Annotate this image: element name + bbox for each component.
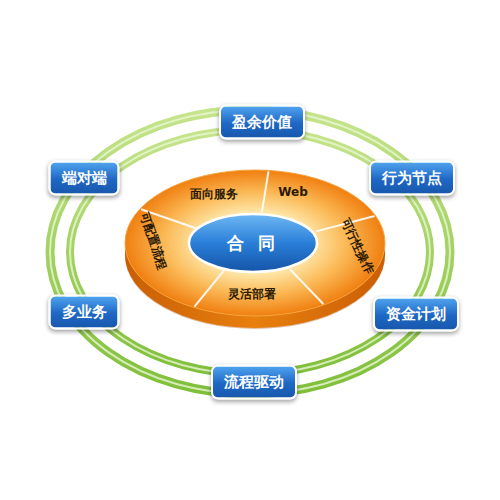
node-text: 流程驱动: [224, 373, 284, 391]
blue-box: 端对端: [49, 161, 120, 196]
blue-box: 盈余价值: [219, 105, 305, 140]
node-text: 多业务: [62, 303, 107, 321]
node-text: 端对端: [62, 169, 107, 187]
orange-disk: [125, 170, 385, 329]
sector-label: 灵活部署: [228, 286, 276, 303]
blue-box: 资金计划: [373, 297, 459, 332]
node-text: 行为节点: [382, 169, 442, 187]
node-text: 盈余价值: [232, 113, 292, 131]
sector-divider: [262, 171, 269, 212]
node-text: 资金计划: [386, 305, 446, 323]
node-text: 合 同: [227, 232, 279, 255]
sector-label: 面向服务: [190, 186, 238, 203]
green-rings: [50, 110, 450, 394]
sector-label: Web: [278, 185, 308, 199]
blue-box: 多业务: [49, 295, 120, 330]
sector-divider: [194, 270, 224, 306]
blue-box: 流程驱动: [211, 365, 297, 400]
sector-divider: [290, 269, 323, 304]
center-ellipse: 合 同: [187, 212, 319, 274]
blue-box: 行为节点: [369, 161, 455, 196]
